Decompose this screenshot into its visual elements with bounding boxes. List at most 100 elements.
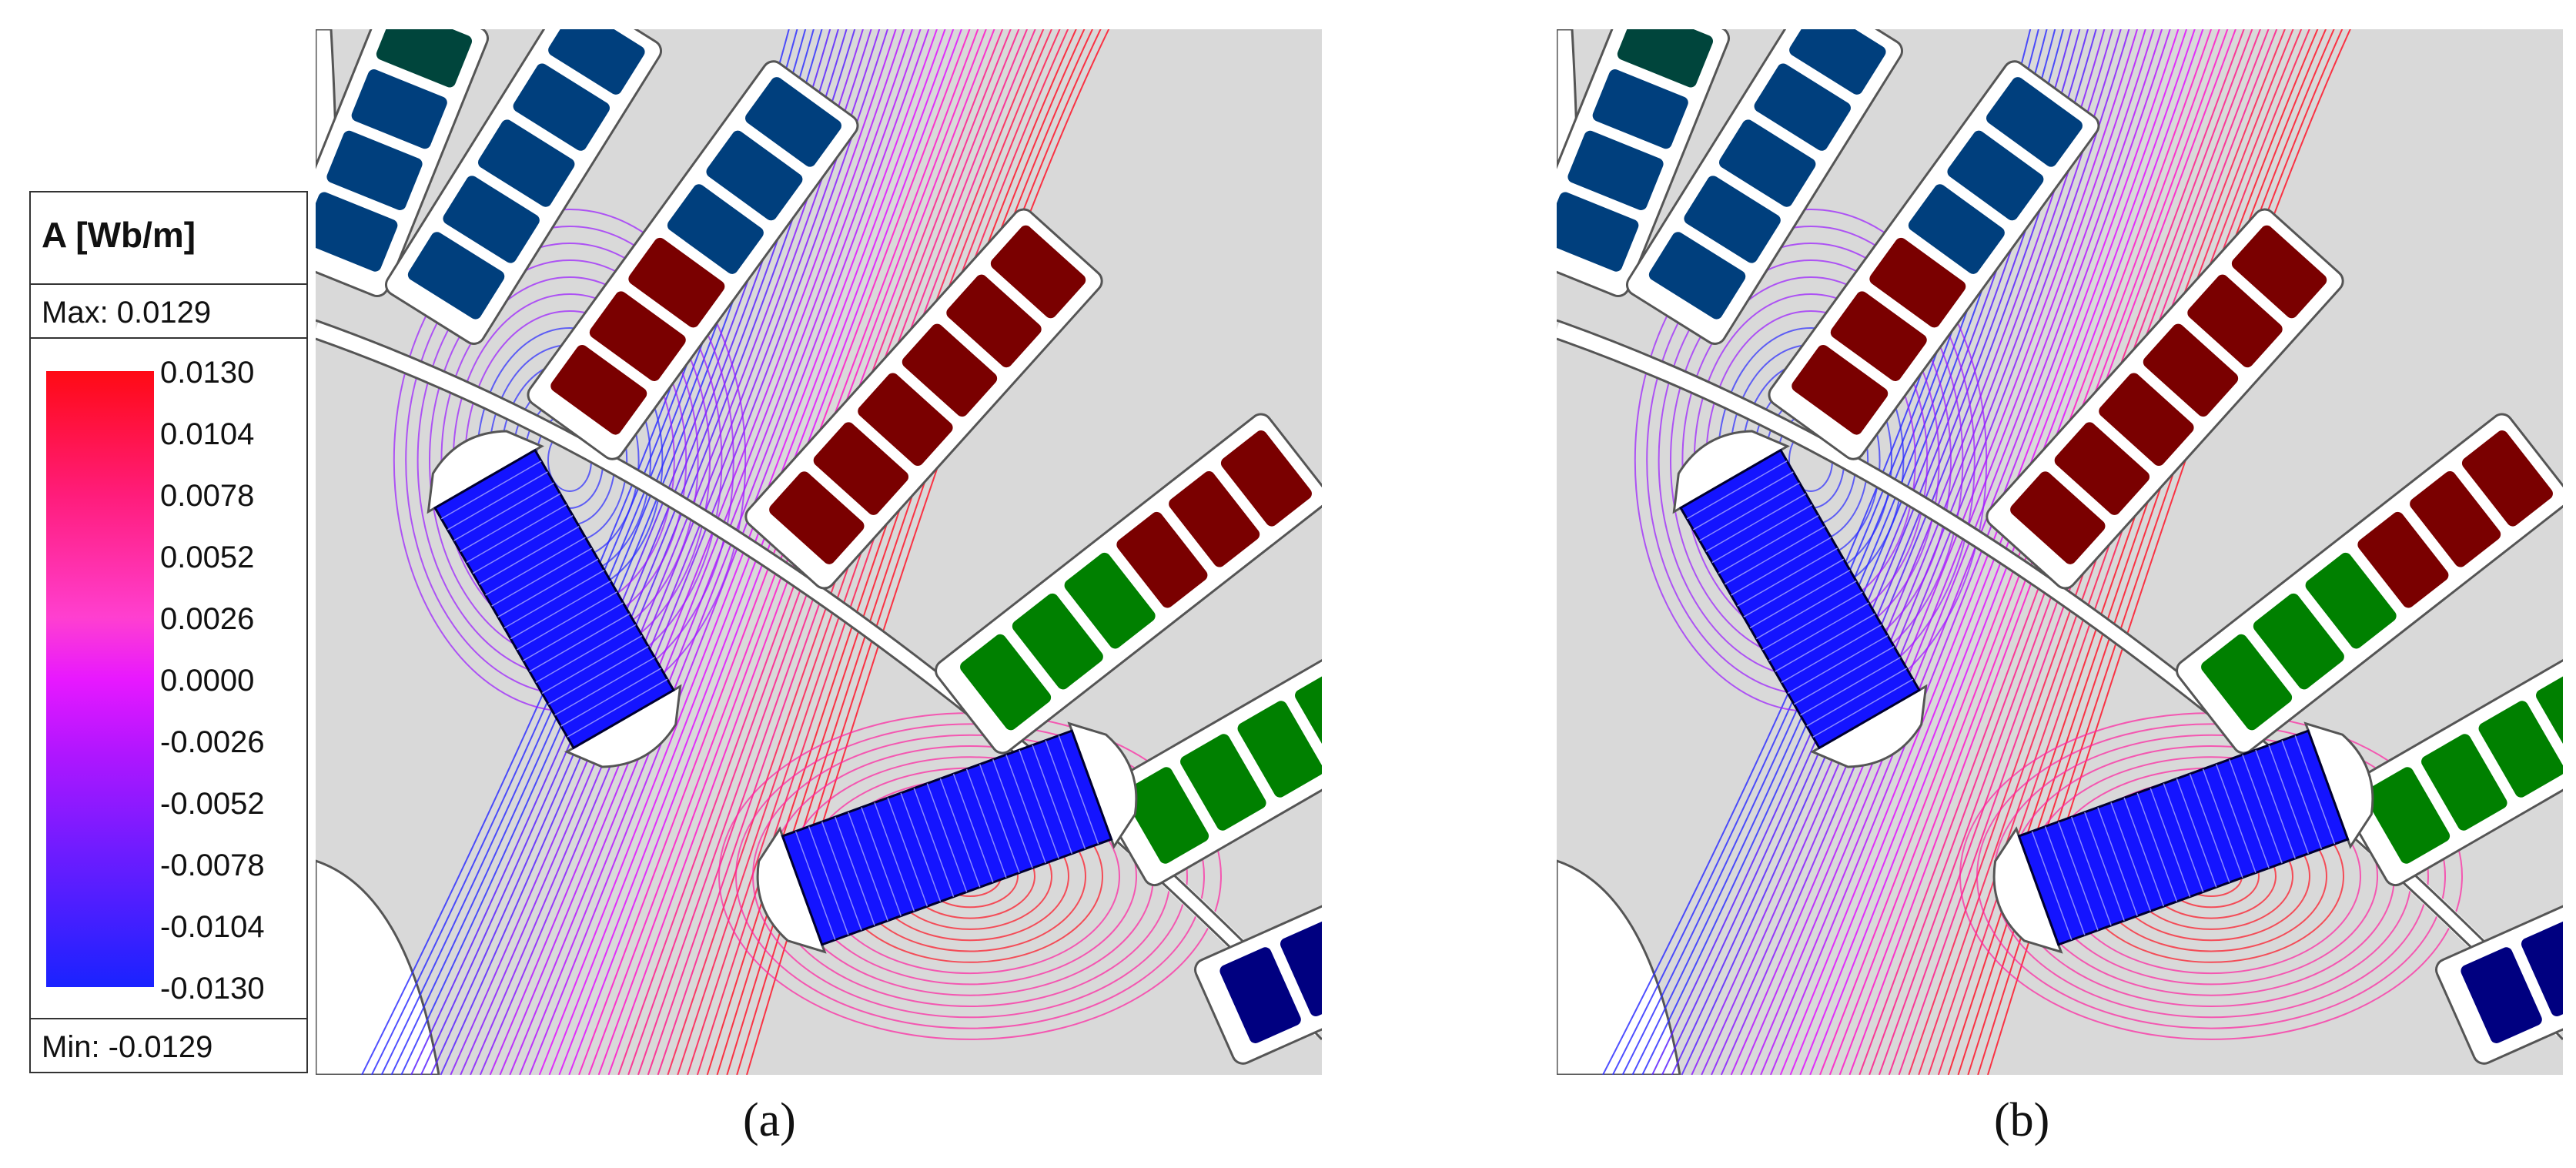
- winding-conductor: [2461, 947, 2542, 1043]
- magnet-hatch: [1743, 558, 1845, 617]
- flux-line: [1789, 29, 2188, 1075]
- magnet-hatch: [517, 591, 617, 651]
- winding-conductor: [813, 422, 909, 515]
- magnet-hatch: [1737, 547, 1838, 607]
- winding-conductor: [2201, 634, 2293, 731]
- field-plot-b-canvas: [1557, 29, 2563, 1075]
- air-gap-edge: [316, 337, 1322, 1041]
- stator-slot: [1097, 650, 1322, 887]
- flux-line: [509, 29, 913, 1075]
- air-gap: [1557, 321, 2563, 1036]
- magnet-hatch: [1800, 657, 1901, 716]
- winding-conductor: [1116, 511, 1208, 608]
- winding-conductor: [1557, 192, 1639, 272]
- flux-line: [548, 29, 946, 1075]
- flux-line: [519, 29, 922, 1075]
- magnet-hatch: [979, 764, 1020, 873]
- magnet-hatch: [460, 493, 561, 552]
- field-plot-a-canvas: [316, 29, 1322, 1075]
- winding-conductor: [316, 192, 398, 272]
- flux-line: [1770, 29, 2171, 1075]
- winding-conductor: [2253, 593, 2344, 690]
- winding-conductor: [745, 77, 841, 167]
- flux-line: [1730, 29, 2139, 1075]
- magnet-hatch: [547, 646, 649, 705]
- flux-line: [499, 29, 905, 1075]
- flux-line: [1740, 29, 2146, 1075]
- winding-conductor: [1295, 668, 1322, 765]
- winding-conductor: [2410, 470, 2501, 567]
- magnet-hatch: [2110, 802, 2152, 912]
- permanent-magnet: [427, 430, 682, 768]
- stator-slot: [2176, 413, 2563, 755]
- magnet-hatch: [835, 816, 875, 926]
- winding-conductor: [1789, 29, 1886, 95]
- winding-conductor: [1237, 701, 1322, 798]
- magnet-hatch: [795, 831, 836, 940]
- magnet-hatch: [1005, 754, 1046, 864]
- magnet-hatch: [1724, 526, 1825, 585]
- stator-slot: [1194, 903, 1322, 1065]
- magnet-hatch: [2281, 740, 2323, 849]
- stator-slot: [744, 208, 1103, 590]
- magnet-hatch: [848, 812, 888, 922]
- magnet-hatch: [939, 778, 981, 888]
- magnet-hatch: [874, 802, 915, 912]
- magnet-hatch: [2268, 745, 2310, 854]
- stator-slot: [527, 60, 859, 460]
- legend-colorbar: [46, 371, 154, 987]
- magnet-hatch: [491, 547, 592, 607]
- magnet-hatch: [1058, 735, 1099, 845]
- stator-slot: [1557, 29, 1731, 298]
- magnet-hatch: [1812, 678, 1914, 738]
- permanent-magnet: [1672, 430, 1928, 768]
- legend-tick: 0.0078: [160, 479, 255, 513]
- legend-min: Min: -0.0129: [31, 1018, 306, 1072]
- magnet-hatch: [497, 558, 599, 617]
- magnet-hatch: [926, 783, 968, 892]
- magnet-hatch: [1781, 624, 1882, 684]
- magnet-hatch: [1731, 537, 1832, 596]
- legend-tick: -0.0052: [160, 787, 265, 821]
- winding-conductor: [589, 291, 686, 381]
- stator-slot: [1768, 60, 2100, 460]
- magnet-air-pocket: [1810, 684, 1928, 768]
- winding-conductor: [513, 63, 610, 151]
- magnet-hatch: [472, 514, 574, 574]
- magnet-hatch: [808, 826, 849, 935]
- winding-conductor: [1219, 947, 1301, 1043]
- legend-tick: 0.0000: [160, 664, 255, 698]
- flux-line: [735, 723, 1205, 1029]
- magnet-hatch: [2031, 831, 2073, 940]
- flux-line: [538, 29, 938, 1075]
- flux-line: [1760, 29, 2163, 1075]
- magnet-hatch: [2229, 759, 2270, 868]
- winding-conductor: [990, 225, 1086, 319]
- legend-tick: -0.0104: [160, 910, 265, 944]
- winding-conductor: [2010, 471, 2106, 564]
- winding-conductor: [769, 471, 865, 564]
- legend-tick: 0.0130: [160, 356, 255, 390]
- magnet-hatch: [900, 792, 942, 902]
- winding-conductor: [902, 323, 998, 417]
- magnet-hatch: [1693, 471, 1794, 530]
- magnet-hatch: [2136, 792, 2178, 902]
- winding-conductor: [2054, 422, 2150, 515]
- winding-conductor: [2478, 701, 2563, 798]
- winding-conductor: [706, 130, 803, 221]
- winding-conductor: [946, 274, 1042, 368]
- magnet-hatch: [887, 797, 928, 907]
- magnet-hatch: [913, 788, 955, 897]
- caption-b: (b): [1994, 1094, 2050, 1146]
- field-plot-b: [1557, 29, 2563, 1075]
- winding-conductor: [1180, 734, 1266, 831]
- winding-conductor: [2536, 668, 2563, 765]
- magnet-air-pocket: [564, 684, 682, 768]
- stator-slot: [2338, 650, 2563, 887]
- caption-a: (a): [743, 1094, 796, 1146]
- magnet-hatch: [2123, 797, 2165, 907]
- magnet-hatch: [2071, 816, 2112, 926]
- magnet-hatch: [1787, 634, 1889, 694]
- magnet-hatch: [1775, 613, 1876, 672]
- winding-conductor: [1719, 119, 1816, 207]
